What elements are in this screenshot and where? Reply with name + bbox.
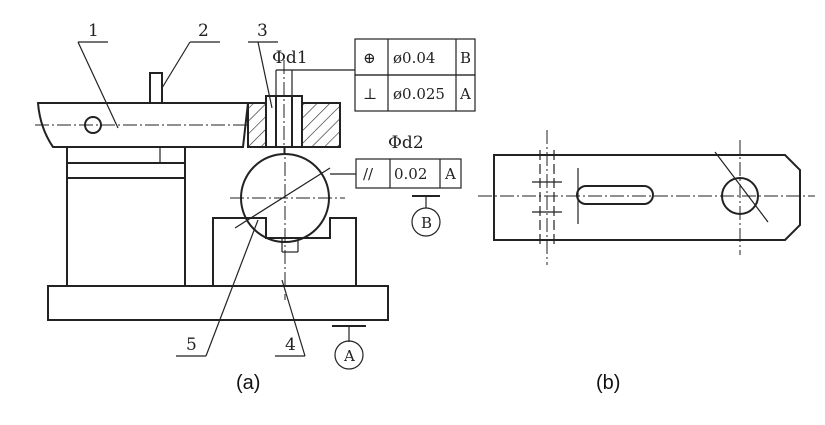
fcf-parallel-datum: A (444, 165, 456, 183)
fcf-parallel-symbol: // (363, 165, 374, 183)
dim-d1-text: Φd1 (272, 48, 308, 68)
fcf-perpendicular: ⊥ ø0.025 A (354, 74, 476, 112)
fcf-perpendicular-datum: A (459, 85, 471, 103)
fcf-parallel-tolerance: 0.02 (394, 165, 427, 183)
datum-a-letter: A (343, 347, 355, 365)
dimension-d1: Φd1 (272, 48, 355, 100)
part-number-4: 4 (285, 335, 296, 355)
part-number-3: 3 (257, 21, 268, 41)
datum-a-symbol: A (332, 325, 366, 370)
part-number-1: 1 (88, 21, 99, 41)
part-labels: 1 2 3 5 4 (77, 21, 331, 357)
support-column (66, 146, 186, 287)
fcf-position: ⊕ ø0.04 B (354, 38, 476, 111)
slot (576, 185, 654, 205)
fixture-arm (35, 60, 341, 155)
fcf-perpendicular-tolerance: ø0.025 (393, 85, 445, 103)
datum-b-letter: B (421, 214, 432, 232)
part-number-5: 5 (186, 335, 197, 355)
figure-b: (b) (478, 130, 815, 394)
caption-a: (a) (236, 372, 260, 394)
fcf-perpendicular-symbol: ⊥ (363, 85, 377, 103)
dim-d2-text: Φd2 (388, 133, 424, 153)
fcf-position-tolerance: ø0.04 (393, 49, 435, 67)
fcf-position-datum: B (460, 49, 471, 67)
base-plate (47, 285, 389, 321)
locating-pin (149, 72, 163, 104)
datum-b-symbol: B (411, 195, 441, 237)
part-number-2: 2 (198, 21, 209, 41)
caption-b: (b) (596, 372, 620, 394)
fcf-parallel: // 0.02 A (355, 158, 462, 189)
round-workpiece (230, 140, 345, 300)
fcf-position-symbol: ⊕ (363, 49, 376, 67)
dimension-d2: Φd2 (330, 133, 424, 175)
arm-plan-view (493, 154, 801, 241)
figure-a: 1 2 3 5 4 Φd1 (35, 21, 476, 394)
